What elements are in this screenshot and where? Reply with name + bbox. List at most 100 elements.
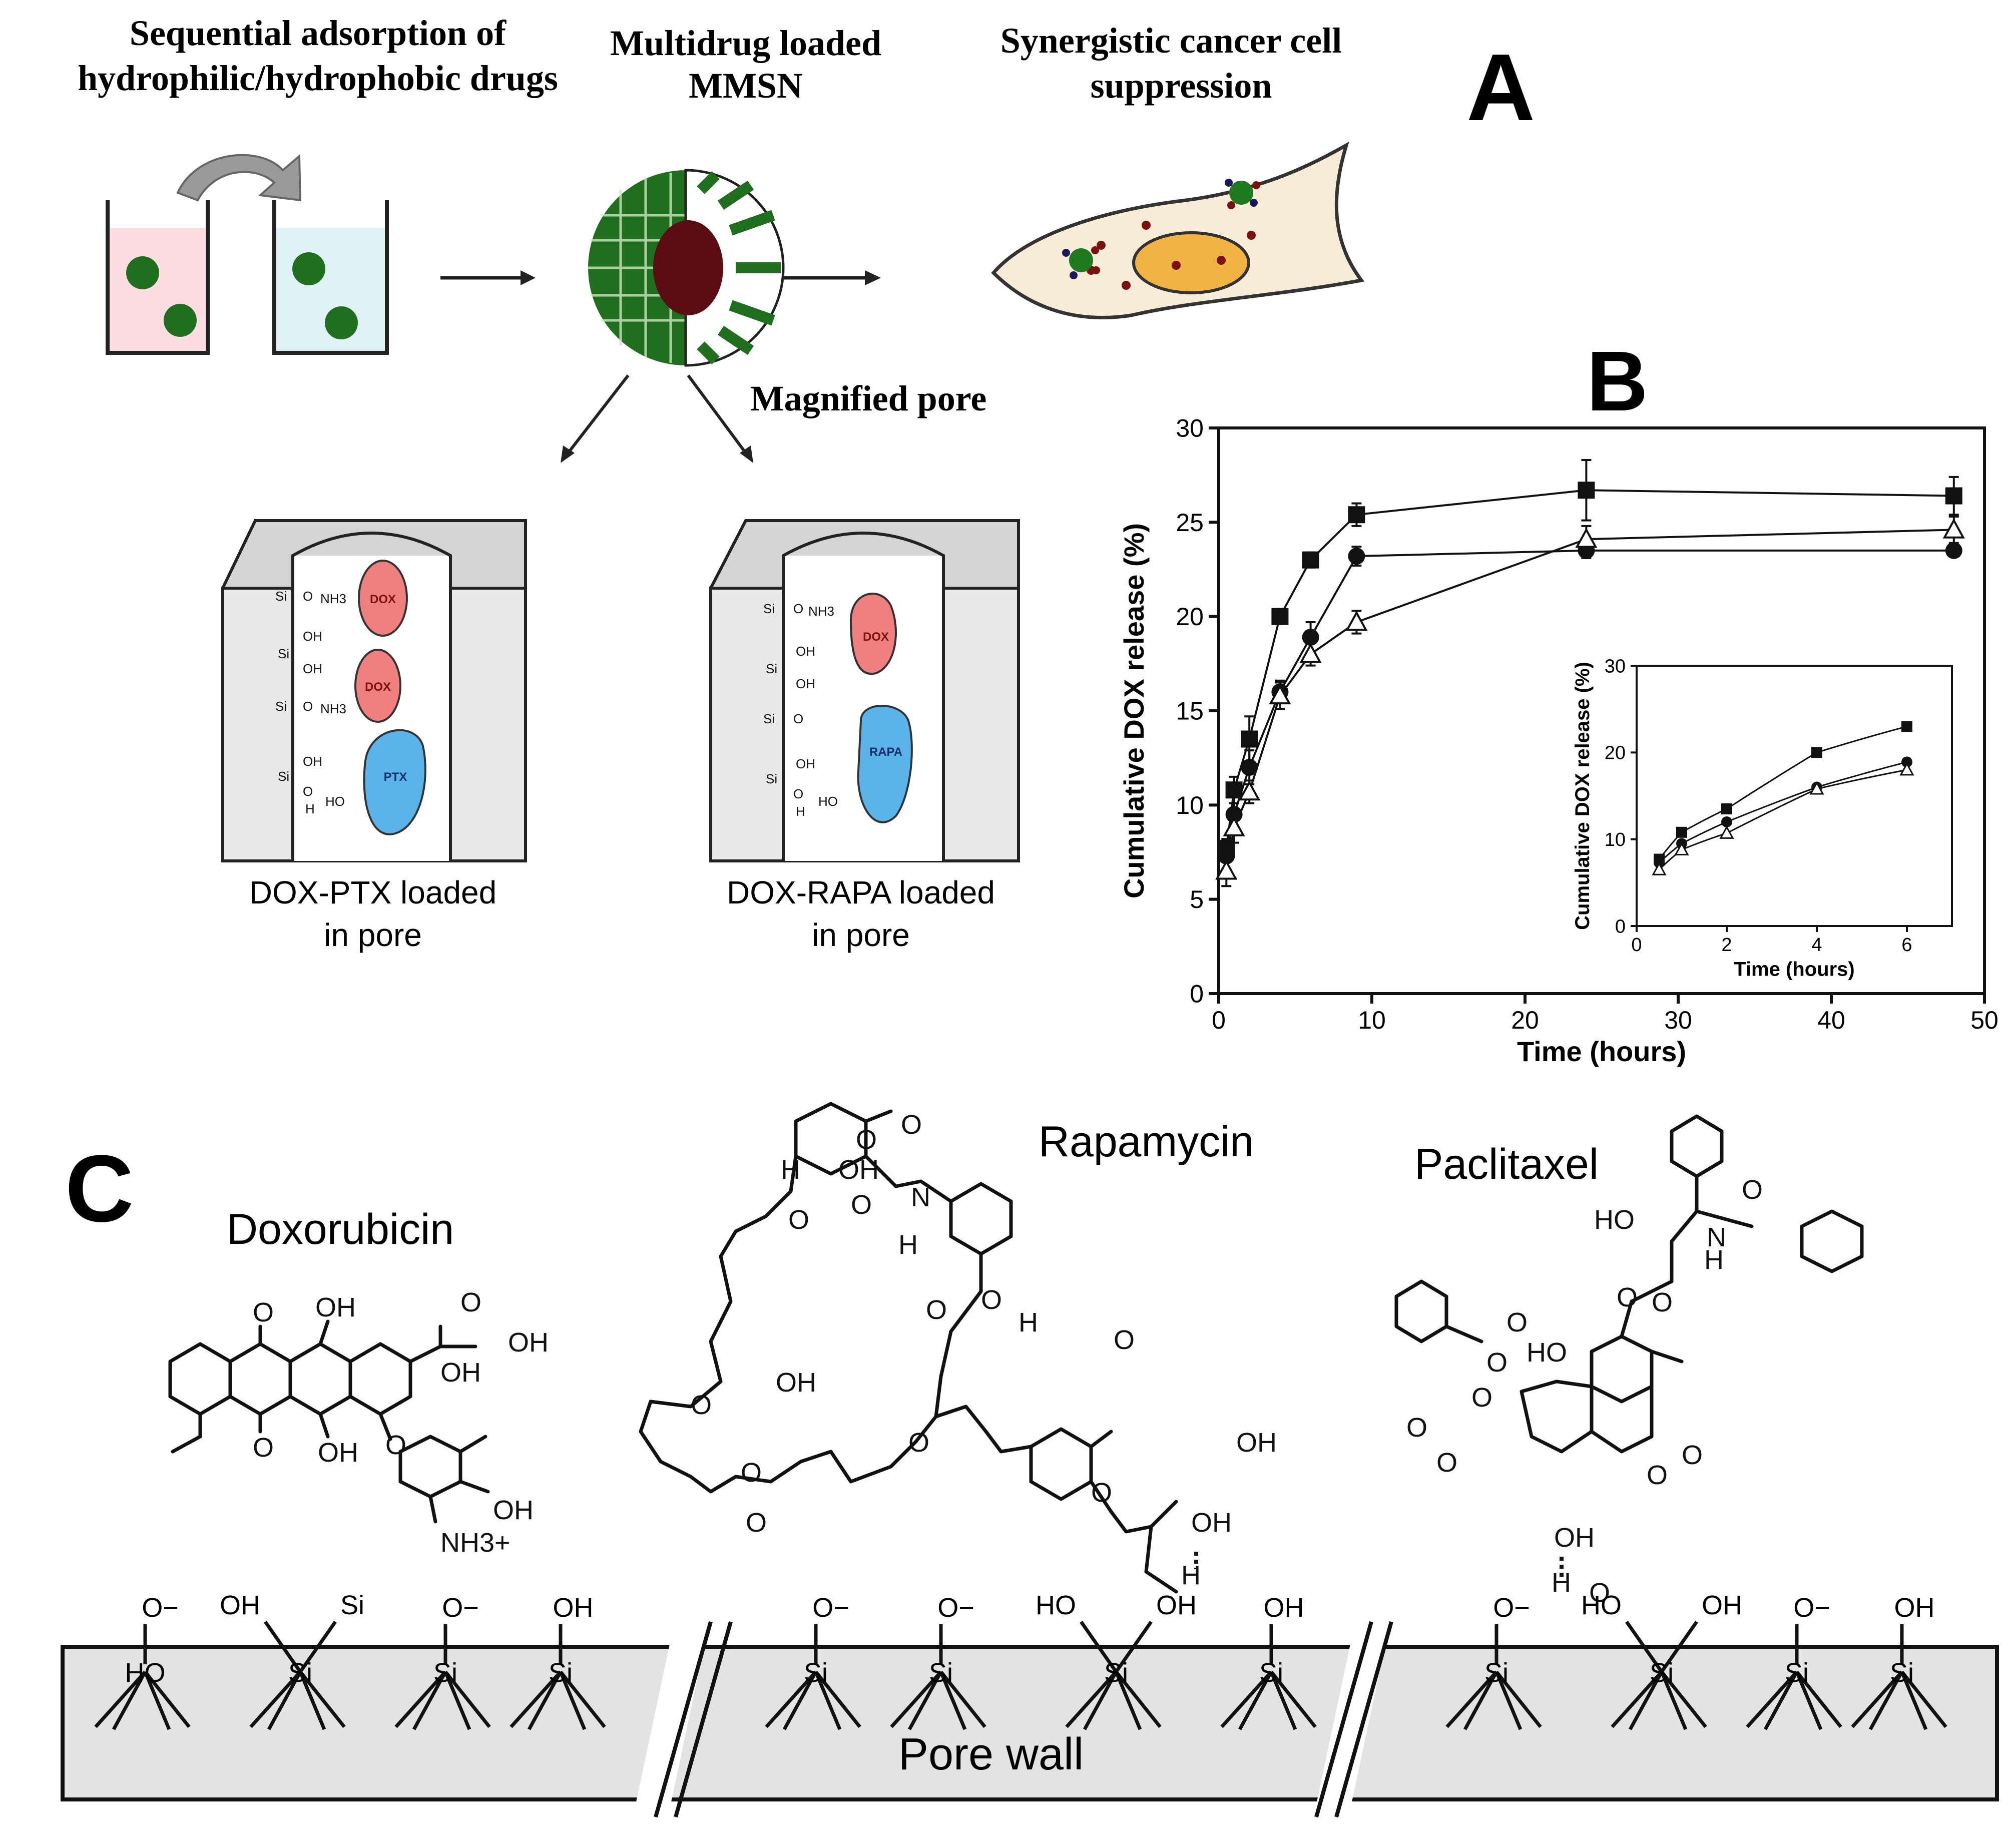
si-bond: [1238, 1671, 1273, 1730]
si-bond: [143, 1671, 171, 1730]
wall-label: OH: [796, 644, 815, 659]
atom-label: O: [1589, 1578, 1610, 1608]
data-point-circle: [1945, 542, 1962, 559]
atom-label: O: [1406, 1413, 1427, 1443]
atom-label: O: [908, 1428, 929, 1458]
surface-atom-label: O−: [1493, 1593, 1530, 1623]
wall-label: OH: [303, 661, 322, 676]
si-bond: [1628, 1671, 1664, 1730]
step3-title-line1: Synergistic cancer cell: [1000, 21, 1342, 61]
wall-label: Si: [766, 771, 777, 786]
paclitaxel-structure: O HO N H O O O HO O O O O O O OH H O: [1394, 1114, 1864, 1608]
atom-label: O: [1506, 1307, 1528, 1337]
si-bond: [1900, 1670, 1947, 1728]
x-tick-label: 0: [1631, 935, 1642, 956]
si-bond: [765, 1670, 817, 1728]
drug-label: RAPA: [869, 745, 902, 759]
y-axis-label: Cumulative DOX release (%): [1572, 662, 1594, 930]
surface-atom-label: OH: [553, 1593, 594, 1623]
wall-label: O: [793, 786, 803, 801]
x-tick-label: 0: [1212, 1006, 1226, 1034]
si-bond: [1611, 1670, 1663, 1728]
panel-b-letter: B: [1587, 334, 1648, 429]
si-bond: [1660, 1671, 1688, 1730]
si-bond: [1115, 1670, 1162, 1728]
atom-label: H: [781, 1155, 800, 1185]
magnify-arrow-right-icon: [687, 374, 753, 463]
si-bond: [814, 1670, 861, 1728]
paclitaxel-title: Paclitaxel: [1414, 1140, 1599, 1188]
si-bond: [144, 1670, 191, 1728]
wall-label: H: [796, 804, 805, 819]
x-tick-label: 2: [1721, 935, 1732, 956]
atom-label: OH: [838, 1155, 879, 1185]
x-axis-label: Time (hours): [1734, 958, 1855, 980]
si-bond: [1463, 1671, 1498, 1730]
data-point-triangle: [1223, 816, 1245, 836]
si-bond: [1900, 1671, 1928, 1730]
surface-atom-label: O−: [442, 1593, 479, 1623]
wall-label: Si: [278, 769, 289, 784]
surface-atom-label: Si: [929, 1658, 953, 1688]
data-point-circle: [1241, 759, 1258, 776]
data-point-square: [1302, 551, 1319, 569]
wall-label: Si: [278, 646, 289, 661]
surface-atom-label: Si: [340, 1590, 364, 1620]
atom-label: O: [901, 1110, 922, 1140]
wall-label: Si: [763, 711, 775, 726]
si-bond: [559, 1671, 587, 1730]
data-point-square: [1721, 803, 1732, 814]
drug-label: DOX: [863, 630, 889, 644]
atom-label: H: [898, 1230, 918, 1260]
si-bond: [1083, 1671, 1118, 1730]
si-bond: [267, 1671, 302, 1730]
surface-atom-label: Si: [549, 1658, 573, 1688]
atom-label: O: [851, 1190, 872, 1220]
atom-label: O: [253, 1433, 274, 1463]
step2-title-line2: MMSN: [689, 66, 803, 106]
si-bond: [1080, 1620, 1118, 1673]
doxorubicin-structure: O OH O OH OH O OH O OH NH3+: [168, 1287, 549, 1558]
y-tick-label: 10: [1176, 791, 1204, 819]
x-tick-label: 50: [1970, 1006, 1998, 1034]
wall-label: HO: [325, 794, 345, 809]
atom-label: H: [1181, 1560, 1201, 1590]
data-point-triangle: [1575, 528, 1598, 548]
pore1-caption-line1: DOX-PTX loaded: [249, 874, 496, 910]
si-bond: [444, 1670, 491, 1728]
wall-label: H: [305, 801, 315, 816]
atom-label: O: [1647, 1460, 1668, 1490]
si-bond: [443, 1671, 471, 1730]
atom-label: H: [1552, 1568, 1571, 1598]
mmsn-particle: [588, 169, 785, 367]
wall-label: NH3: [320, 701, 346, 716]
si-bond: [1795, 1670, 1842, 1728]
si-bond: [1795, 1671, 1823, 1730]
surface-atom-label: OH: [1156, 1590, 1197, 1620]
nanoparticle: [126, 256, 159, 289]
pore-wall-label: Pore wall: [898, 1729, 1084, 1779]
data-point-square: [1241, 730, 1258, 748]
atom-label: O: [1486, 1347, 1507, 1378]
wall-label: HO: [818, 794, 838, 809]
drug-label: PTX: [384, 770, 407, 784]
atom-label: OH: [776, 1367, 816, 1398]
surface-atom-label: Si: [1484, 1658, 1508, 1688]
data-point-triangle: [1899, 762, 1914, 776]
pore-block-dox-rapa: DOX RAPA Si O NH3 OH Si OH Si O OH Si O …: [709, 519, 1020, 953]
wall-label: Si: [766, 661, 777, 676]
data-point-triangle: [1238, 780, 1261, 801]
atom-label: O: [691, 1390, 712, 1420]
atom-label: O: [1471, 1383, 1492, 1413]
atom-label: O: [1091, 1478, 1112, 1508]
si-bond: [299, 1620, 337, 1673]
data-point-triangle: [1269, 684, 1291, 705]
x-tick-label: 10: [1358, 1006, 1386, 1034]
si-bond: [1851, 1670, 1903, 1728]
surface-atom-label: O−: [937, 1593, 974, 1623]
nanoparticle: [325, 306, 358, 339]
data-point-triangle: [1299, 643, 1322, 663]
data-point-square: [1811, 747, 1822, 758]
nanoparticle: [1229, 181, 1253, 205]
